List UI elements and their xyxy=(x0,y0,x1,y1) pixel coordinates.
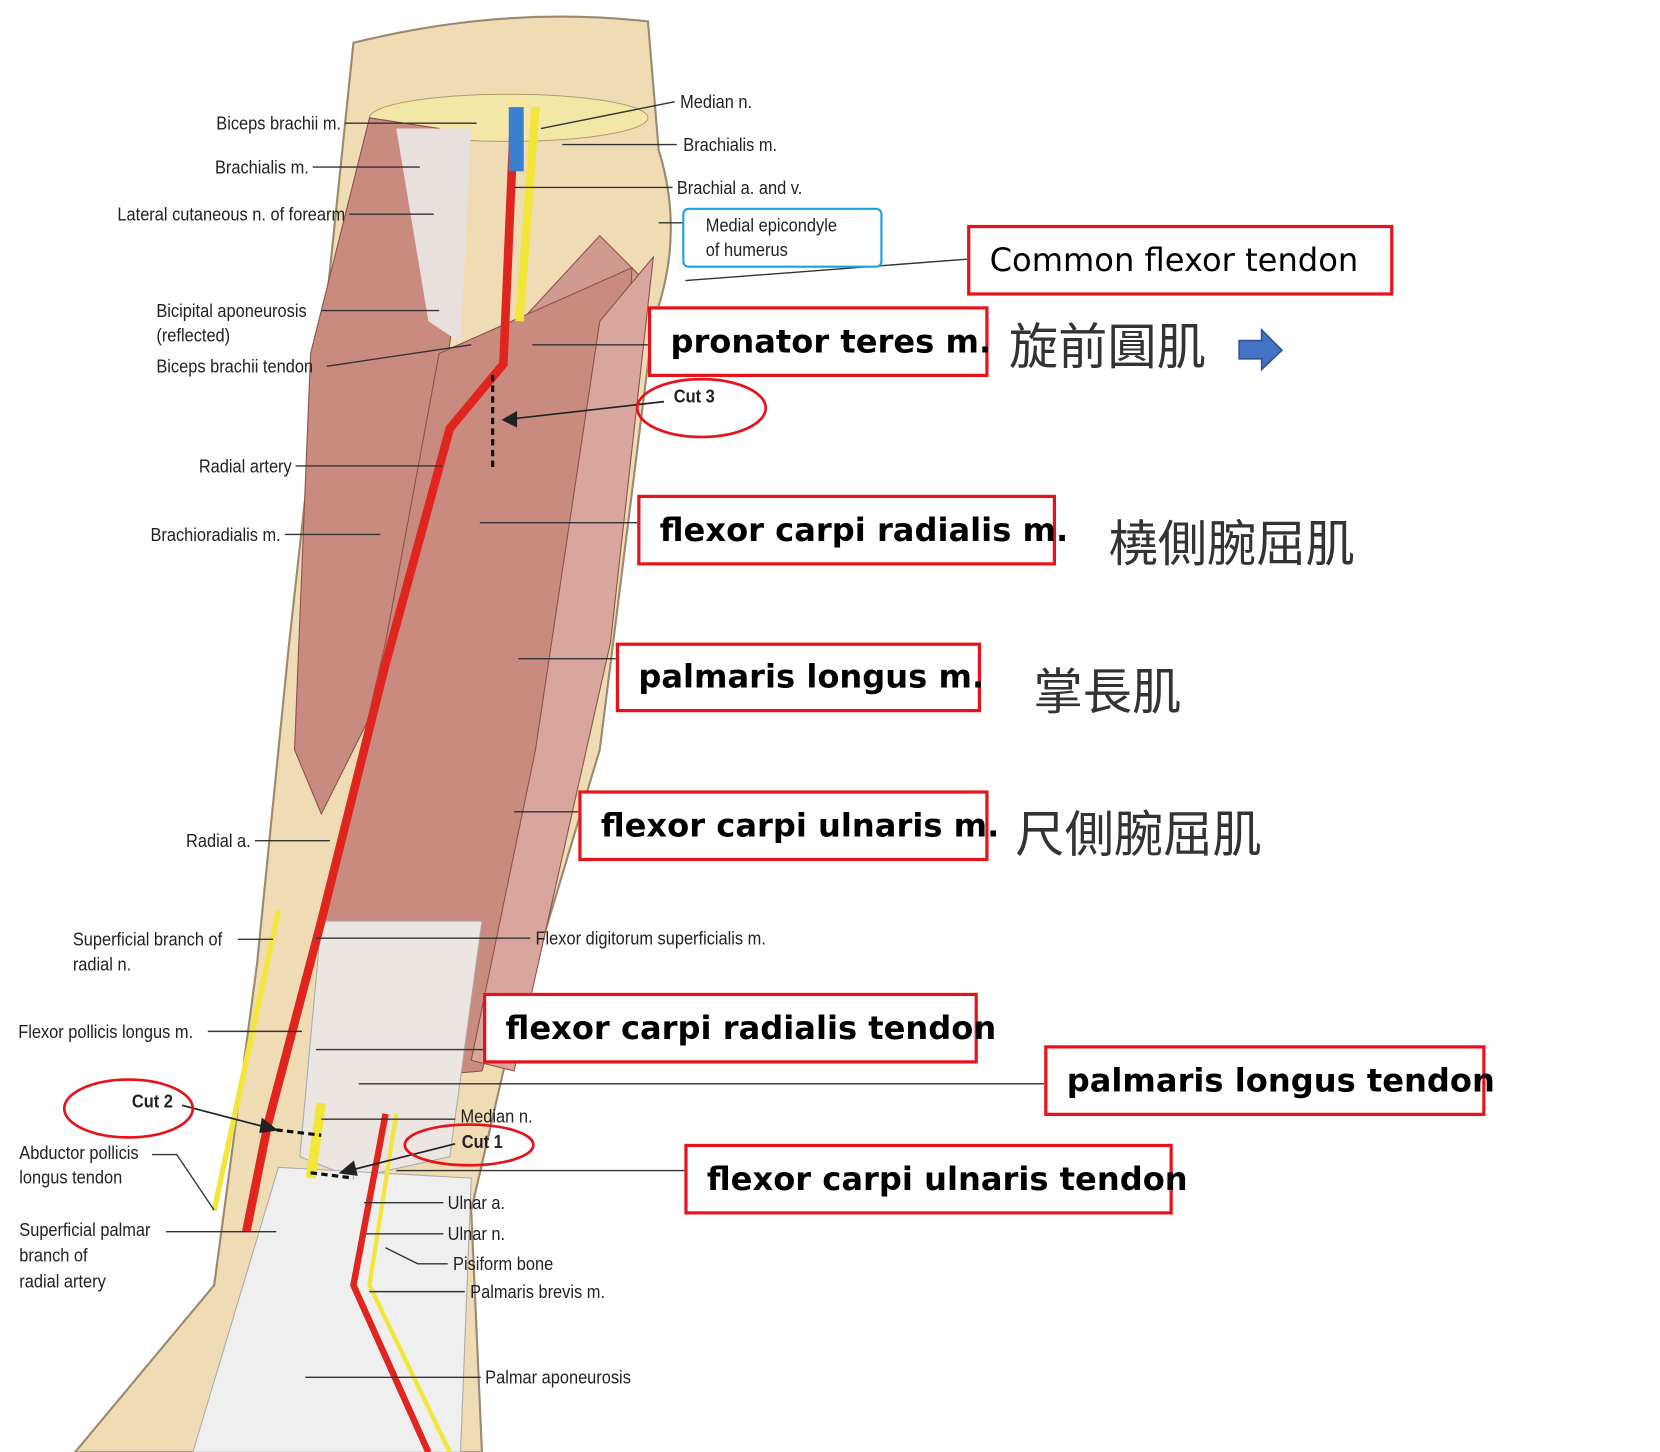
median-nerve xyxy=(515,106,540,322)
label-biceps-brachii: Biceps brachii m. xyxy=(215,113,341,134)
label-median-top: Median n. xyxy=(680,92,753,113)
label-line: radial artery xyxy=(19,1271,106,1292)
cut1-label: Cut 1 xyxy=(461,1132,503,1153)
radial-nerve xyxy=(211,909,282,1211)
ulnar-nerve xyxy=(367,1113,452,1452)
label-fds: Flexor digitorum superficialis m. xyxy=(535,928,766,949)
ulnar-artery xyxy=(350,1113,432,1452)
label-radial-artery: Radial artery xyxy=(198,456,292,477)
label-brachioradialis: Brachioradialis m. xyxy=(150,524,281,546)
label-lateral-cutaneous: Lateral cutaneous n. of forearm xyxy=(117,204,345,225)
label-epicondyle: Medial epicondyle of humerus xyxy=(706,213,853,262)
label-brachialis-left: Brachialis m. xyxy=(214,157,309,178)
label-superficial-palmar: Superficial palmar branch of radial artery xyxy=(19,1218,150,1295)
cut2-dashed-line xyxy=(276,1128,322,1137)
leader-lines xyxy=(152,101,1045,1379)
epicondyle-box: Medial epicondyle of humerus xyxy=(682,207,883,268)
annotation-common-flexor-tendon: Common flexor tendon xyxy=(967,224,1394,296)
median-nerve-distal xyxy=(305,1102,327,1179)
annotation-pronator-teres: pronator teres m. xyxy=(647,306,991,377)
label-median-low: Median n. xyxy=(460,1106,533,1127)
annotation-fcu: flexor carpi ulnaris m. xyxy=(578,790,999,862)
label-ulnar-a: Ulnar a. xyxy=(447,1193,506,1214)
palmar-aponeurosis xyxy=(192,1166,472,1452)
annotation-palmaris-longus: palmaris longus m. xyxy=(615,642,984,713)
label-line: Bicipital aponeurosis xyxy=(156,300,307,322)
annotation-pl-tendon: palmaris longus tendon xyxy=(1044,1045,1495,1116)
biceps-tendon xyxy=(396,128,472,343)
cut3-label: Cut 3 xyxy=(673,386,715,407)
label-fpl: Flexor pollicis longus m. xyxy=(18,1021,194,1043)
annotation-fcr: flexor carpi radialis m. xyxy=(637,494,1068,566)
label-biceps-tendon: Biceps brachii tendon xyxy=(156,356,314,377)
label-bicipital-aponeurosis: Bicipital aponeurosis (reflected) xyxy=(156,299,306,348)
zh-fcu: 尺側腕屈肌 xyxy=(1015,805,1262,864)
label-line: (reflected) xyxy=(156,325,231,346)
label-line: Superficial branch of xyxy=(72,929,223,950)
zh-palmaris-longus: 掌長肌 xyxy=(1033,662,1182,721)
label-line: longus tendon xyxy=(19,1167,123,1188)
label-line: radial n. xyxy=(72,954,132,975)
right-arrow-icon xyxy=(1238,327,1284,372)
label-line: Medial epicondyle xyxy=(705,215,837,236)
label-ulnar-n: Ulnar n. xyxy=(447,1224,506,1245)
cut1-dashed-line xyxy=(310,1171,354,1180)
cut-ellipses xyxy=(62,377,768,1167)
fcu-muscle xyxy=(470,255,655,1072)
label-line: Superficial palmar xyxy=(19,1219,151,1241)
label-brachialis-right: Brachialis m. xyxy=(683,134,778,156)
annotation-fcu-tendon: flexor carpi ulnaris tendon xyxy=(684,1143,1188,1215)
label-brachial-av: Brachial a. and v. xyxy=(676,177,803,199)
label-line: branch of xyxy=(19,1245,88,1266)
label-palmaris-brevis: Palmaris brevis m. xyxy=(470,1281,605,1303)
label-superficial-branch: Superficial branch of radial n. xyxy=(73,927,222,976)
label-line: Abductor pollicis xyxy=(19,1142,139,1164)
label-apl: Abductor pollicis longus tendon xyxy=(19,1141,138,1190)
cut2-label: Cut 2 xyxy=(131,1091,173,1112)
brachial-vein xyxy=(508,107,524,172)
label-radial-a: Radial a. xyxy=(185,831,251,852)
label-palmar-aponeurosis: Palmar aponeurosis xyxy=(485,1367,631,1389)
annotation-fcr-tendon: flexor carpi radialis tendon xyxy=(483,992,996,1064)
zh-pronator-teres: 旋前圓肌 xyxy=(1008,318,1206,376)
label-pisiform: Pisiform bone xyxy=(453,1254,554,1275)
label-line: of humerus xyxy=(705,239,788,261)
zh-fcr: 橈側腕屈肌 xyxy=(1108,515,1355,573)
